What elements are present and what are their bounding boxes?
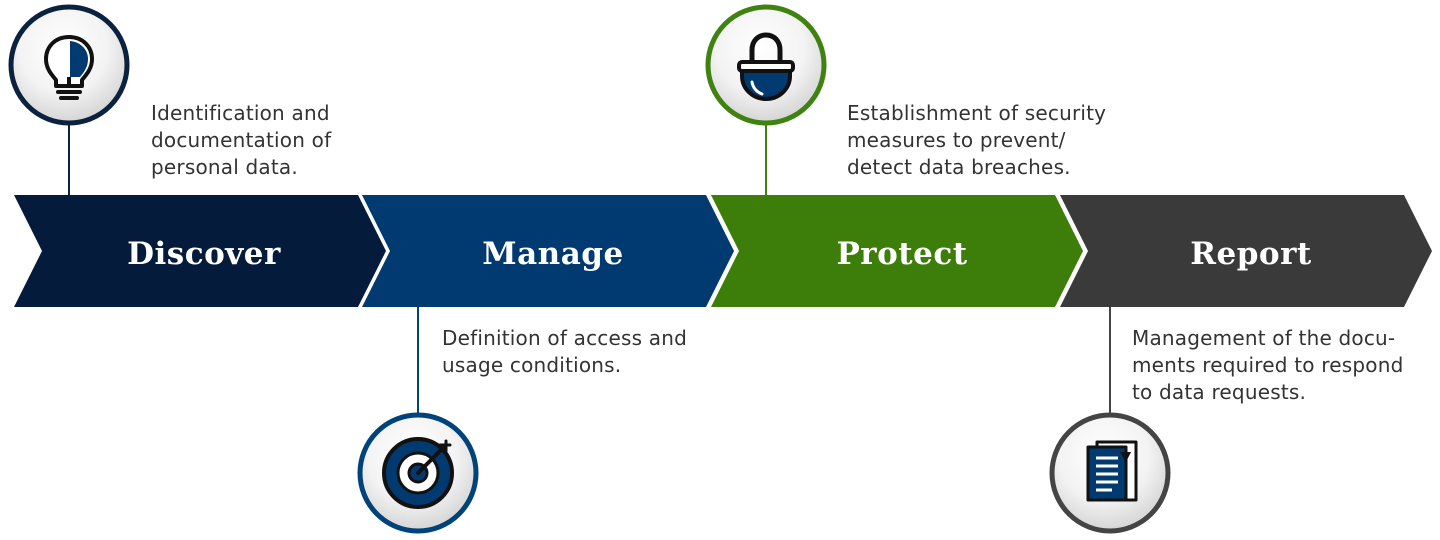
chevron-manage [362,195,734,307]
padlock-icon [737,32,795,101]
step-label-discover: Discover [127,236,281,272]
step-description-discover: Identification and documentation of pers… [151,101,332,179]
lightbulb-icon-badge [8,4,130,126]
step-description-manage: Definition of access and usage condition… [442,326,688,377]
target-icon [382,437,454,509]
step-label-manage: Manage [482,236,623,272]
step-description-protect: Establishment of security measures to pr… [847,101,1107,179]
padlock-icon-badge [705,4,827,126]
target-icon-badge [357,412,479,534]
documents-icon [1086,440,1138,502]
chevron-protect [711,195,1083,307]
documents-icon-badge [1049,412,1171,534]
step-label-protect: Protect [836,236,967,272]
lightbulb-icon [44,35,94,100]
step-label-report: Report [1190,236,1312,272]
chevron-report [1060,195,1432,307]
chevron-discover [14,195,386,307]
step-description-report: Management of the docu- ments required t… [1132,326,1404,404]
